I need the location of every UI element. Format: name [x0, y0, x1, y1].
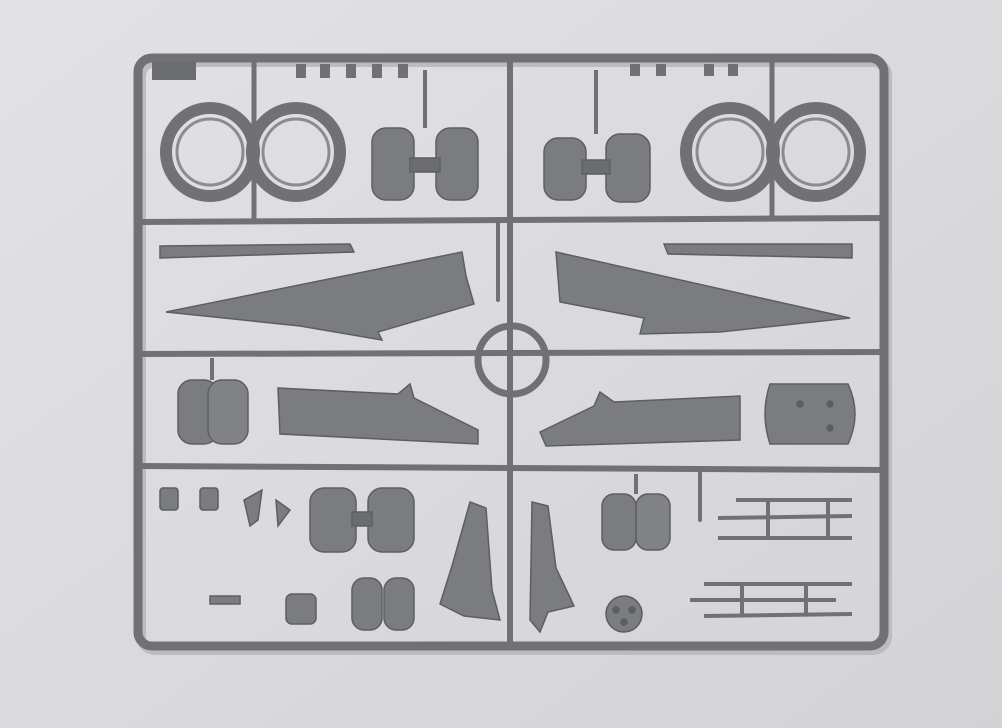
fuselage-half-left [165, 251, 475, 341]
wheel-pair-bottom-right [601, 474, 671, 551]
stabilizer-left [277, 382, 479, 445]
sprue-tab [152, 62, 196, 80]
fin-right [529, 501, 576, 634]
engine-intake-ring-left [160, 102, 346, 202]
wheel-pair-bottom-left [309, 487, 415, 631]
fin-left [439, 501, 502, 621]
sprue-frame [133, 53, 892, 655]
engine-nacelle-right [764, 383, 856, 445]
engine-intake-ring-right [680, 102, 866, 202]
wing-strip-right [662, 243, 853, 259]
wheel-pair-top-right [543, 70, 651, 203]
wheel-pair-top-left [371, 70, 479, 201]
rod-set-lower [690, 582, 853, 618]
gate-studs [296, 64, 738, 78]
center-ring [474, 322, 550, 398]
stabilizer-right [539, 390, 741, 447]
rod-set-upper [717, 498, 853, 540]
parts [159, 64, 866, 634]
fuselage-half-right [555, 251, 851, 335]
wing-strip-left [159, 243, 356, 259]
small-gear-parts [159, 487, 643, 633]
wheel-mid-left [177, 358, 249, 445]
